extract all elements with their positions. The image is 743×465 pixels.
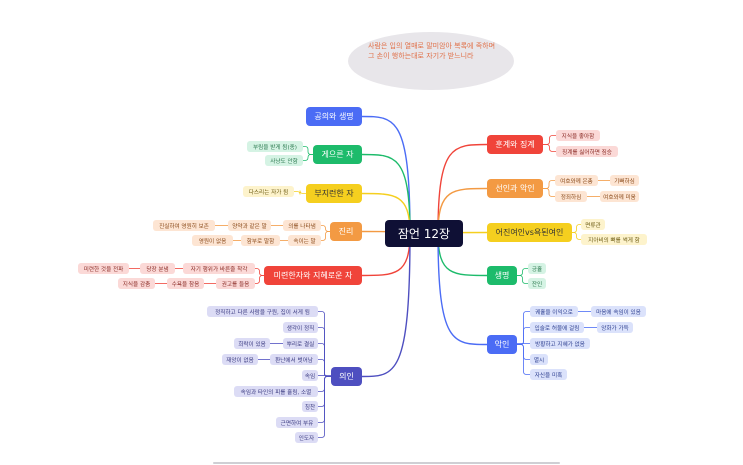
subtopic[interactable]: 속이는 말 [288, 235, 321, 246]
subtopic[interactable]: 마음에 속임이 있음 [591, 306, 646, 317]
connector-line [517, 268, 528, 276]
connector-line [294, 190, 306, 195]
subtopic[interactable]: 정직하고 다른 사람을 구원, 집이 서게 됨 [207, 306, 318, 317]
subtopic[interactable]: 미련한 것을 전파 [78, 263, 129, 274]
topic-lazy[interactable]: 게으른 자 [313, 145, 362, 164]
subtopic[interactable]: 사냥도 안함 [265, 155, 303, 166]
topic-wicked[interactable]: 악인 [487, 335, 517, 354]
connector-line [543, 188, 555, 197]
subtopic[interactable]: 긍휼 [528, 263, 546, 274]
topic-women[interactable]: 어진여인vs욕된여인 [487, 223, 572, 242]
subtopic[interactable]: 재앙이 없음 [222, 354, 258, 365]
connector-line [517, 327, 530, 345]
subtopic[interactable]: 앙화가 가득 [597, 322, 633, 333]
subtopic[interactable]: 여호와께 은총 [555, 175, 598, 186]
topic-diligent[interactable]: 부지런한 자 [306, 184, 362, 203]
subtopic[interactable]: 뿌리로 결실 [283, 338, 318, 349]
topic-fool-wise[interactable]: 미련한자와 지혜로운 자 [264, 266, 362, 285]
subtopic[interactable]: 진실하여 영원히 보존 [153, 220, 215, 231]
subtopic[interactable]: 기뻐하심 [610, 175, 639, 186]
connector-line [517, 344, 530, 375]
topic-discipline[interactable]: 훈계와 징계 [487, 135, 543, 154]
connector-line [437, 143, 488, 234]
connector-line [255, 275, 264, 284]
topic-justice-life[interactable]: 공의와 생명 [306, 107, 362, 126]
subtopic[interactable]: 영원이 없음 [192, 235, 233, 246]
connector-line [361, 153, 411, 234]
topic-truth[interactable]: 진리 [330, 222, 362, 241]
subtopic[interactable]: 면류관 [581, 219, 605, 230]
subtopic[interactable]: 근면하여 부유 [276, 417, 318, 428]
connector-line [318, 359, 331, 377]
connector-line [543, 144, 556, 152]
subtopic[interactable]: 희락이 있음 [234, 338, 270, 349]
subtopic[interactable]: 속임 [302, 370, 318, 381]
subtopic[interactable]: 권고를 들음 [216, 278, 255, 289]
subtopic[interactable]: 지아비의 뼈를 썩게 함 [581, 234, 647, 245]
subtopic[interactable]: 지식을 감춤 [118, 278, 155, 289]
connector-line [303, 154, 313, 161]
quote-bubble[interactable]: 사람은 입의 열매로 말미암아 복록에 족하며 그 손이 행하는대로 자기가 받… [348, 32, 514, 90]
connector-line [318, 376, 331, 438]
subtopic[interactable]: 의를 나타냄 [283, 220, 321, 231]
connector-line [543, 180, 555, 189]
connector-line [321, 225, 330, 232]
subtopic[interactable]: 자기 행위가 바른줄 착각 [183, 263, 255, 274]
topic-life[interactable]: 생명 [487, 266, 517, 285]
connector-line [572, 224, 581, 233]
subtopic[interactable]: 지식을 좋아함 [556, 130, 600, 141]
subtopic[interactable]: 인도자 [295, 432, 318, 443]
subtopic[interactable]: 환난에서 벗어남 [270, 354, 318, 365]
subtopic[interactable]: 부림을 받게 됨(종) [247, 141, 303, 152]
subtopic[interactable]: 자신을 미혹 [530, 369, 567, 380]
subtopic[interactable]: 양약과 같은 말 [228, 220, 271, 231]
connector-line [517, 275, 528, 284]
subtopic[interactable]: 입술로 허물에 걸림 [530, 322, 584, 333]
subtopic[interactable]: 칭찬 [302, 401, 318, 412]
topic-righteous[interactable]: 의인 [331, 367, 362, 386]
subtopic[interactable]: 속임과 타인의 피를 흘림, 소멸 [234, 386, 318, 397]
subtopic[interactable]: 생각이 정직 [283, 322, 318, 333]
connector-line [321, 231, 330, 241]
topic-good-evil[interactable]: 선인과 악인 [487, 179, 543, 198]
subtopic[interactable]: 궤휼을 이익으로 [530, 306, 578, 317]
connector-line [572, 232, 581, 240]
connector-line [437, 233, 488, 346]
connector-line [361, 233, 411, 378]
subtopic[interactable]: 방황하고 지혜가 없음 [530, 338, 590, 349]
connector-line [303, 146, 313, 155]
connector-line [361, 115, 411, 234]
connector-line [543, 135, 556, 145]
subtopic[interactable]: 징계를 싫어하면 짐승 [556, 146, 618, 157]
subtopic[interactable]: 정죄하심 [555, 191, 587, 202]
quote-text: 사람은 입의 열매로 말미암아 복록에 족하며 그 손이 행하는대로 자기가 받… [368, 42, 496, 60]
connector-line [255, 268, 264, 276]
subtopic[interactable]: 수욕을 참음 [167, 278, 204, 289]
horizontal-scrollbar[interactable] [213, 462, 560, 464]
subtopic[interactable]: 잔인 [528, 278, 546, 289]
subtopic[interactable]: 함부로 말함 [241, 235, 280, 246]
subtopic[interactable]: 멸시 [530, 354, 548, 365]
subtopic[interactable]: 다스리는 자가 됨 [243, 186, 294, 197]
central-topic[interactable]: 잠언 12장 [385, 220, 463, 247]
subtopic[interactable]: 여호와께 미움 [600, 191, 639, 202]
subtopic[interactable]: 당장 분냄 [140, 263, 175, 274]
